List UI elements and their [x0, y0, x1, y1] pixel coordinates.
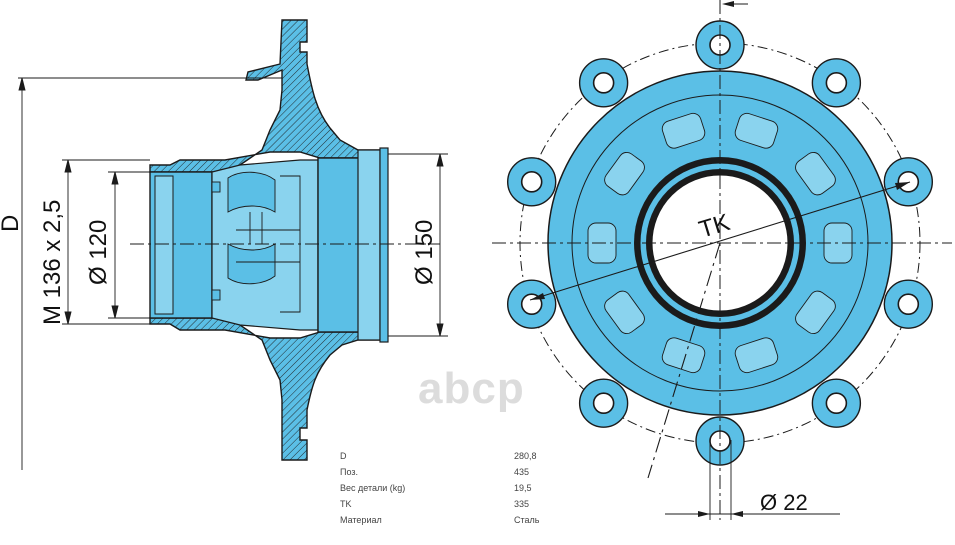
flange-pockets [587, 112, 853, 374]
spec-value: 435 [514, 467, 530, 477]
hub-section-lower [149, 314, 381, 461]
dim-label-D: D [0, 215, 24, 232]
spec-row: Поз. 435 [340, 464, 574, 480]
hub-front-view [492, 0, 952, 520]
watermark: abcp [418, 364, 525, 413]
spec-key: Материал [340, 515, 382, 525]
spec-key: Поз. [340, 467, 358, 477]
spec-key: D [340, 451, 347, 461]
hole-dim-arrow-right [731, 511, 743, 517]
tk-arrow-right [895, 182, 910, 190]
hole-dim-arrow-left [698, 511, 710, 517]
bolt-hole [825, 392, 848, 414]
spec-key: Вес детали (kg) [340, 483, 406, 493]
flange-pocket [661, 112, 706, 149]
hub-seal-lip [379, 147, 389, 343]
spec-value: 19,5 [514, 483, 532, 493]
flange-pocket [661, 337, 706, 374]
flange-pocket [795, 151, 836, 196]
flange-pocket [604, 290, 645, 335]
bolt-hole [592, 72, 615, 94]
dim-label-bore: Ø 120 [85, 220, 112, 285]
flange-pocket [604, 151, 645, 196]
bolt-hole [897, 171, 920, 193]
top-marker-arrow [722, 1, 734, 7]
hole-dim-label: Ø 22 [760, 490, 808, 515]
spec-row: TK 335 [340, 496, 574, 512]
spec-row: Материал Сталь [340, 512, 574, 528]
left-dimensions [18, 77, 448, 470]
flange-pocket [795, 290, 836, 335]
angled-centerline [647, 242, 721, 479]
bolt-hole [520, 171, 543, 193]
hub-section-view [130, 19, 440, 461]
spec-value: 335 [514, 499, 530, 509]
hub-cup-left [154, 175, 174, 315]
dim-label-outer: Ø 150 [411, 220, 438, 285]
spec-key: TK [340, 499, 352, 509]
dim-label-thread: M 136 x 2,5 [39, 200, 66, 325]
hub-seal-ring [357, 149, 381, 341]
flange-pocket [734, 112, 779, 149]
flange-pocket [734, 337, 779, 374]
hub-section-upper [149, 19, 381, 176]
bolt-hole [897, 293, 920, 315]
spec-row: D 280,8 [340, 448, 574, 464]
spec-row: Вес детали (kg) 19,5 [340, 480, 574, 496]
tk-line [529, 181, 911, 301]
tk-arrow-left [530, 293, 545, 300]
bolt-hole [592, 392, 615, 414]
spec-value: 280,8 [514, 451, 537, 461]
bolt-hole [825, 72, 848, 94]
spec-value: Сталь [514, 515, 540, 525]
